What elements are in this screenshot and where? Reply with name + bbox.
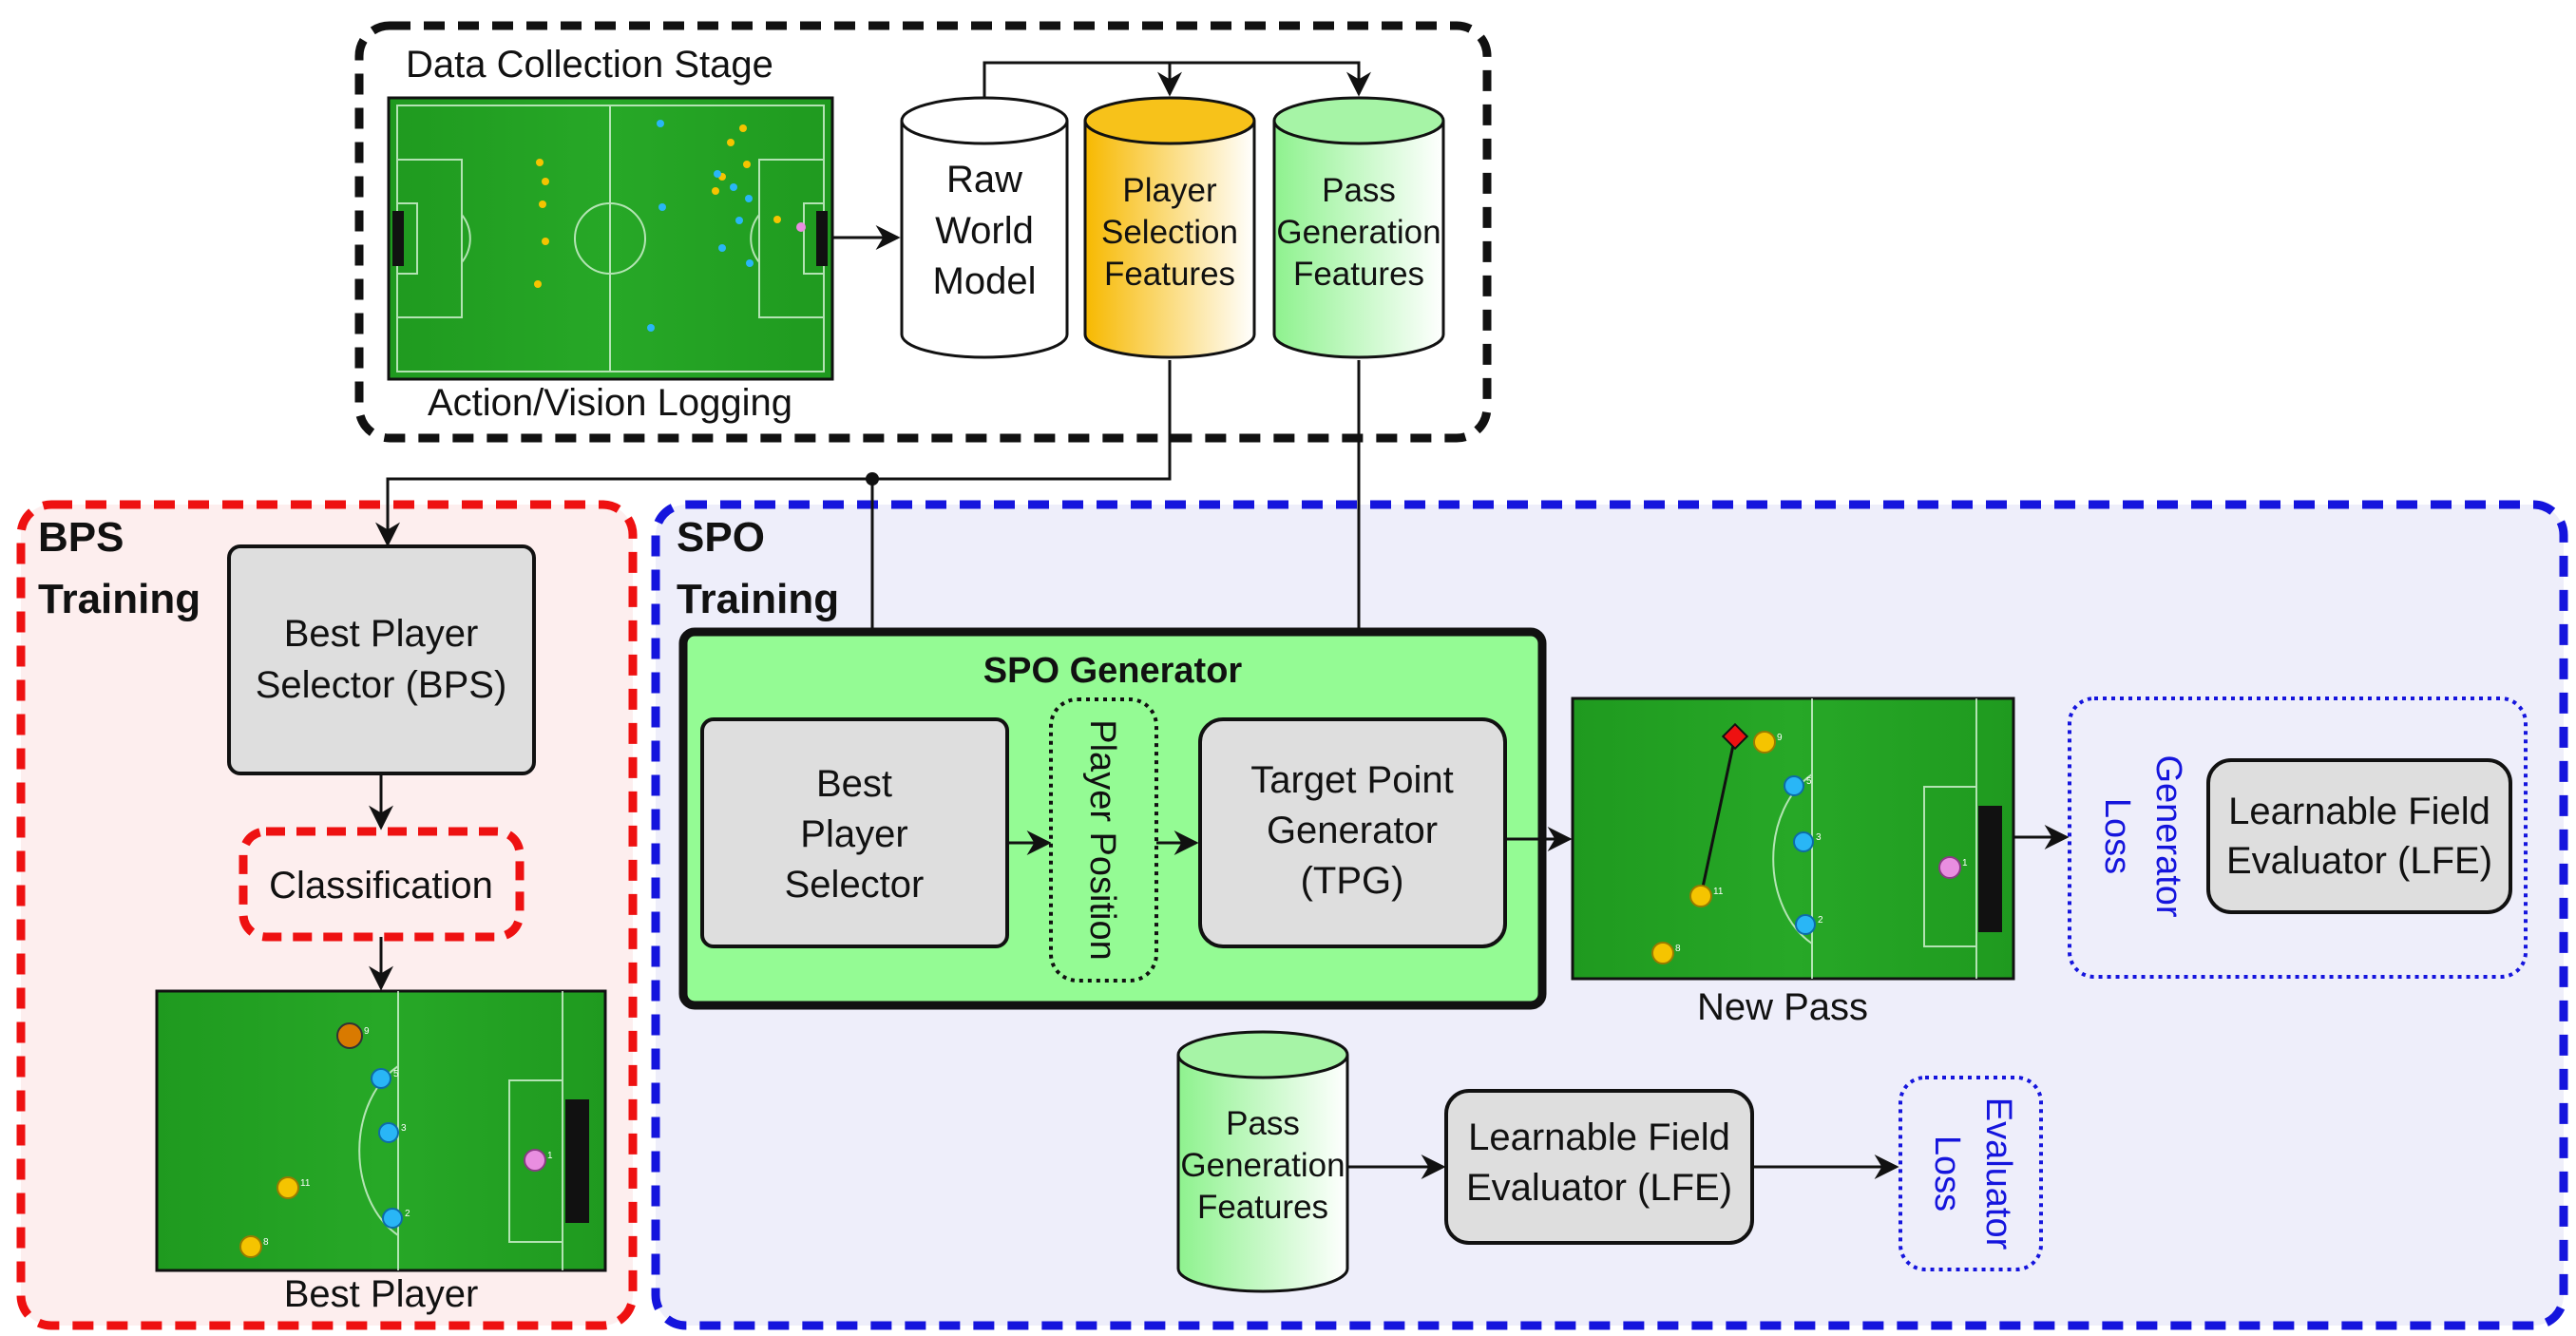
bp-num-1: 9 [364,1026,370,1037]
bp-num-4: 11 [300,1178,311,1189]
pass-line [1699,735,1737,897]
bps2-line2: Player [800,813,907,855]
player-db-line2: Selection [1101,214,1238,251]
pass-db2-line1: Pass [1226,1105,1300,1142]
bps-selector-line2: Selector (BPS) [256,664,507,706]
bp-num-7: 1 [547,1151,553,1161]
evaluator-loss-line2: Loss [1927,1136,1967,1212]
tpg-line1: Target Point [1250,759,1453,801]
spo-generator-title: SPO Generator [983,651,1243,691]
pass-db-line2: Generation [1276,214,1441,251]
data-collection-title: Data Collection Stage [406,44,773,86]
np-num-3: 3 [1816,832,1822,843]
lfe-bottom-line2: Evaluator (LFE) [1466,1167,1732,1209]
generator-loss-line2: Loss [2097,798,2137,874]
generator-loss-line1: Generator [2148,754,2188,917]
logging-label: Action/Vision Logging [428,382,792,424]
new-pass-caption: New Pass [1697,986,1868,1028]
classification-box [239,827,525,942]
pass-db2-line2: Generation [1180,1147,1345,1184]
raw-world-model-db: Raw World Model [900,96,1069,359]
classification-label: Classification [269,865,493,907]
lfe-bottom-line1: Learnable Field [1468,1117,1730,1158]
best-player-selector-box [700,717,1009,948]
bps-title-line2: Training [38,576,200,622]
best-player-caption: Best Player [284,1273,479,1315]
player-position-box [1049,697,1158,983]
bps2-line3: Selector [785,864,925,906]
player-selection-features-db: Player Selection Features [1083,96,1256,359]
bp-num-2: 5 [393,1069,399,1079]
player-db-line1: Player [1122,172,1217,209]
spo-title-line2: Training [677,576,839,622]
logging-field-image [387,96,834,381]
evaluator-loss-box [1899,1076,2043,1271]
pass-db-line1: Pass [1322,172,1396,209]
np-num-5: 2 [1818,915,1823,926]
bps2-line1: Best [816,763,892,805]
tpg-line3: (TPG) [1301,860,1404,902]
np-num-7: 1 [1962,858,1968,868]
logging-field-players [534,120,806,332]
bps-title-line1: BPS [38,514,124,561]
spo-title-line1: SPO [677,514,765,561]
np-num-6: 8 [1675,944,1681,954]
raw-db-line3: Model [933,260,1037,302]
target-point-marker [1721,722,1749,751]
pass-generation-features-db-bottom: Pass Generation Features [1176,1030,1349,1293]
evaluator-loss-line1: Evaluator [1978,1097,2018,1250]
np-num-2: 5 [1806,776,1812,787]
pass-db2-line3: Features [1197,1189,1328,1226]
pass-db-line3: Features [1293,256,1424,293]
lfe-top-box [2206,758,2512,914]
np-num-1: 9 [1777,733,1783,743]
lfe-top-line1: Learnable Field [2228,791,2490,832]
bp-num-6: 8 [263,1237,269,1248]
np-num-4: 11 [1713,887,1724,897]
pass-generation-features-db: Pass Generation Features [1272,96,1445,359]
player-position-label: Player Position [1082,719,1122,960]
raw-db-line1: Raw [946,159,1022,200]
tpg-line2: Generator [1267,810,1438,851]
bp-num-5: 2 [405,1209,410,1219]
new-pass-field-players: 9 5 3 11 2 8 1 [1651,722,1968,964]
player-db-line3: Features [1104,256,1235,293]
bp-num-3: 3 [401,1123,407,1134]
bps-selector-line1: Best Player [284,613,479,655]
new-pass-field-image [1571,697,2015,981]
tpg-box [1198,717,1507,948]
best-player-field-players: 9 5 3 11 2 8 1 [239,1022,553,1258]
junction-dot [866,472,879,486]
bps-selector-box [227,544,536,775]
raw-db-line2: World [935,210,1034,252]
lfe-top-line2: Evaluator (LFE) [2226,840,2492,882]
